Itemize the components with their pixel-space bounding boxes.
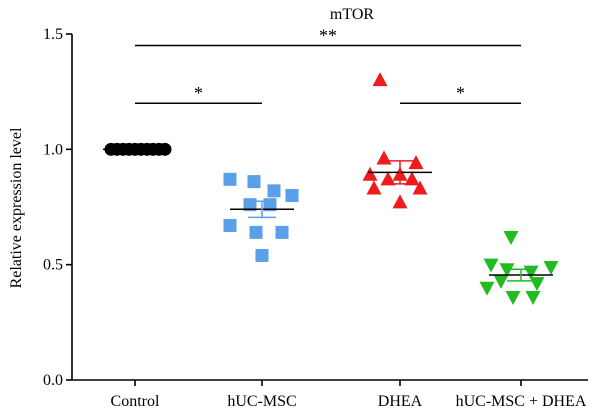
data-point-triangle-down [503, 230, 519, 245]
data-point-triangle-up [372, 72, 388, 87]
significance-label: ** [319, 26, 337, 46]
data-point-square [249, 225, 263, 239]
data-point-square [223, 172, 237, 186]
data-point-triangle-down [525, 290, 541, 305]
significance-label: * [194, 83, 203, 103]
data-point-triangle-down [483, 258, 499, 273]
mean-sem-bars [103, 148, 553, 282]
y-tick-label: 0.0 [43, 372, 63, 389]
y-tick-label: 1.0 [43, 141, 63, 158]
x-tick-label: hUC-MSC [227, 393, 296, 410]
y-axis-label: Relative expression level [8, 127, 25, 288]
significance-bars: **** [135, 26, 521, 104]
data-point-triangle-down [499, 263, 515, 278]
data-point-triangle-up [380, 171, 396, 186]
data-point-triangle-down [543, 260, 559, 275]
data-point-triangle-up [408, 155, 424, 170]
data-point-triangle-up [404, 171, 420, 186]
data-point-square [267, 184, 281, 198]
data-point-triangle-up [376, 150, 392, 165]
x-tick-label: Control [111, 393, 160, 410]
data-point-triangle-down [529, 277, 545, 292]
data-point-triangle-up [362, 166, 378, 181]
data-point-square [285, 188, 299, 202]
y-tick-label: 0.5 [43, 257, 63, 274]
data-point-square [275, 225, 289, 239]
data-point-triangle-down [479, 281, 495, 296]
data-point-square [223, 218, 237, 232]
data-point-triangle-down [493, 274, 509, 289]
data-point-square [255, 248, 269, 262]
data-point-triangle-up [366, 180, 382, 195]
significance-label: * [456, 83, 465, 103]
data-point-triangle-down [505, 290, 521, 305]
data-point-square [247, 175, 261, 189]
x-tick-label: DHEA [378, 393, 423, 410]
y-tick-label: 1.5 [43, 26, 63, 43]
data-points [104, 72, 559, 305]
x-tick-label: hUC-MSC + DHEA [456, 393, 587, 410]
data-point-triangle-up [392, 194, 408, 209]
data-point-triangle-up [412, 180, 428, 195]
chart-title: mTOR [330, 6, 374, 23]
